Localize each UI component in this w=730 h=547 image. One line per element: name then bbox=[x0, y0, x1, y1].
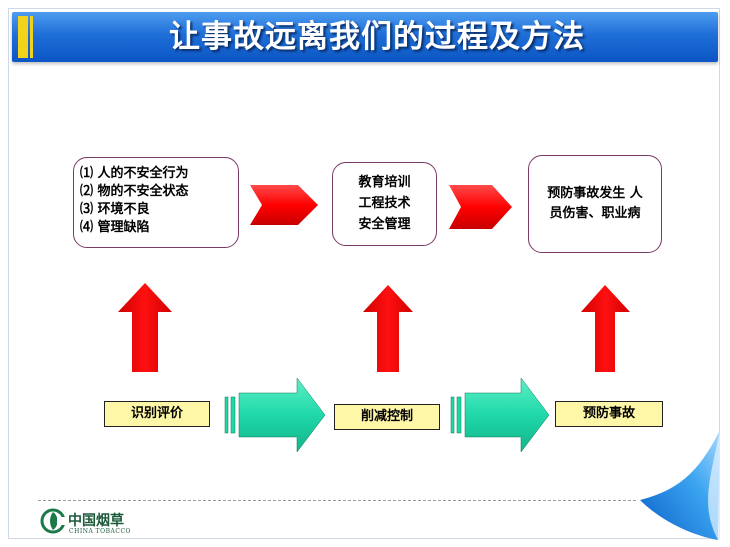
cause-item: ⑴ 人的不安全行为 bbox=[80, 166, 189, 181]
logo-name-cn: 中国烟草 bbox=[68, 513, 124, 529]
methods-box: 教育培训 工程技术 安全管理 bbox=[332, 162, 437, 246]
title-accent bbox=[18, 16, 28, 58]
logo-name-en: CHINA TOBACCO bbox=[69, 528, 131, 535]
red-up-arrow-1 bbox=[118, 283, 172, 372]
teal-arrow-1 bbox=[224, 377, 326, 453]
slide-frame bbox=[8, 8, 720, 539]
title-accent-thin bbox=[30, 16, 33, 58]
cause-item: ⑷ 管理缺陷 bbox=[80, 220, 150, 235]
footer-divider bbox=[38, 500, 636, 501]
page-title: 让事故远离我们的过程及方法 bbox=[169, 19, 585, 55]
cause-item: ⑶ 环境不良 bbox=[80, 202, 150, 217]
goal-line: 预防事故发生 人 bbox=[547, 186, 643, 201]
method-item: 安全管理 bbox=[358, 217, 411, 232]
step-label-identify: 识别评价 bbox=[104, 401, 210, 427]
step-label-prevent: 预防事故 bbox=[555, 401, 663, 427]
goal-box: 预防事故发生 人 员伤害、职业病 bbox=[528, 155, 662, 253]
title-bar: 让事故远离我们的过程及方法 bbox=[12, 12, 718, 62]
method-item: 工程技术 bbox=[358, 196, 411, 211]
tobacco-leaf-icon bbox=[40, 508, 66, 534]
step-label-control: 削减控制 bbox=[334, 404, 440, 430]
red-up-arrow-3 bbox=[581, 285, 630, 372]
china-tobacco-logo: 中国烟草 CHINA TOBACCO bbox=[40, 507, 150, 539]
red-right-arrow-1 bbox=[250, 185, 318, 225]
causes-box: ⑴ 人的不安全行为 ⑵ 物的不安全状态 ⑶ 环境不良 ⑷ 管理缺陷 bbox=[73, 157, 239, 248]
page-curl-decoration bbox=[640, 430, 720, 540]
cause-item: ⑵ 物的不安全状态 bbox=[80, 184, 189, 199]
goal-line: 员伤害、职业病 bbox=[549, 206, 641, 221]
red-up-arrow-2 bbox=[363, 285, 413, 372]
red-right-arrow-2 bbox=[449, 185, 512, 229]
method-item: 教育培训 bbox=[358, 175, 411, 190]
teal-arrow-2 bbox=[450, 377, 550, 453]
